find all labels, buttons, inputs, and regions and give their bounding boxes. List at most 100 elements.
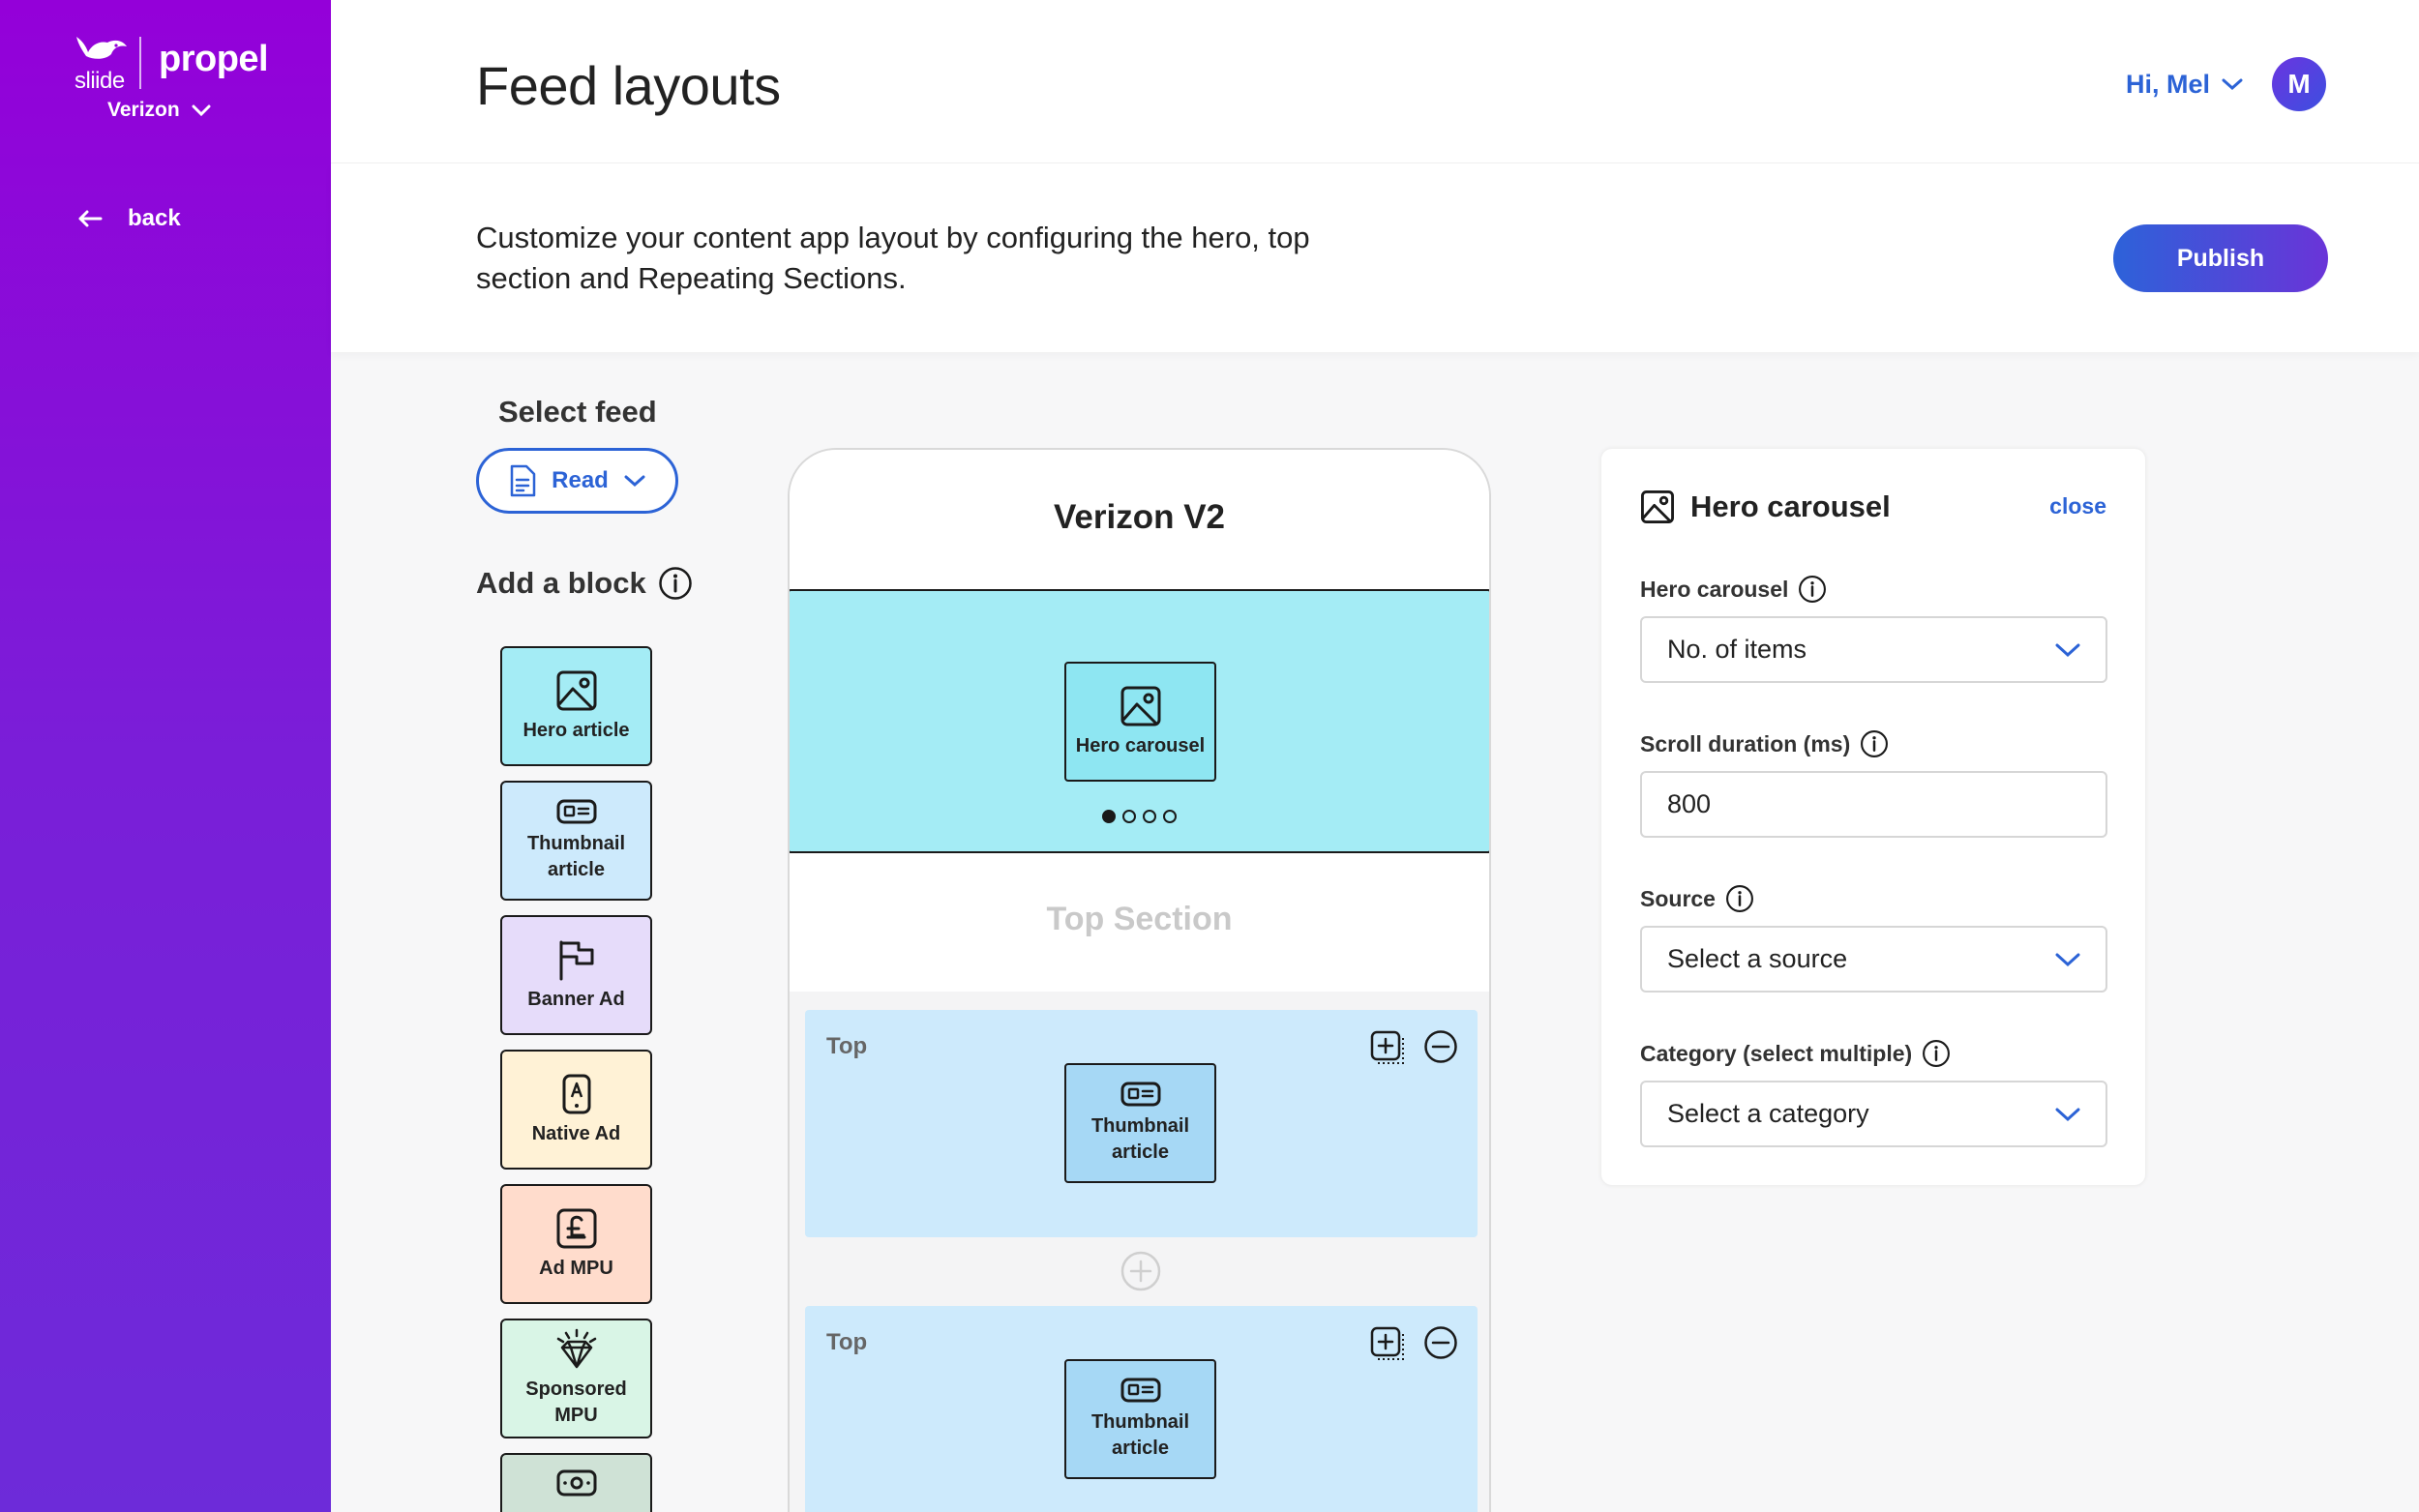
add-block-icon[interactable] <box>1369 1325 1406 1362</box>
select-feed-label: Select feed <box>498 395 657 429</box>
brand-propel: propel <box>159 39 269 79</box>
carousel-dot[interactable] <box>1122 810 1136 823</box>
info-icon[interactable] <box>1860 729 1889 758</box>
info-icon[interactable] <box>1725 884 1754 913</box>
block-label: Thumbnail article <box>526 833 626 880</box>
select-placeholder: Select a source <box>1667 944 1848 973</box>
block-sponsored-mpu[interactable]: Sponsored MPU <box>500 1319 652 1438</box>
carousel-dot[interactable] <box>1102 810 1116 823</box>
add-block-icon[interactable] <box>1369 1029 1406 1066</box>
category-select[interactable]: Select a category <box>1640 1081 2107 1147</box>
thumbnail-icon <box>1120 1082 1160 1107</box>
pound-icon <box>556 1208 596 1248</box>
close-link[interactable]: close <box>2049 493 2106 519</box>
feed-select-value: Read <box>552 467 609 493</box>
image-icon <box>1120 686 1160 726</box>
add-section-icon[interactable] <box>1120 1250 1162 1292</box>
org-name: Verizon <box>107 99 180 121</box>
block-cash[interactable] <box>500 1453 652 1512</box>
scroll-duration-input[interactable] <box>1667 789 2080 819</box>
feed-select[interactable]: Read <box>476 448 678 514</box>
back-label: back <box>128 205 181 231</box>
chevron-down-icon <box>2222 78 2243 91</box>
add-block-label: Add a block <box>476 566 693 601</box>
phone-header: Verizon V2 Hero carousel Top Section <box>790 450 1489 992</box>
field-label-text: Hero carousel <box>1640 576 1789 602</box>
greeting-text: Hi, Mel <box>2125 69 2210 99</box>
chevron-down-icon <box>624 475 645 488</box>
info-icon[interactable] <box>1922 1039 1951 1068</box>
field-label-text: Category (select multiple) <box>1640 1040 1913 1066</box>
chevron-down-icon <box>2055 1108 2080 1121</box>
page-title: Feed layouts <box>476 55 781 116</box>
brand-divider <box>139 37 141 89</box>
org-selector[interactable]: Verizon <box>107 99 211 122</box>
diamond-icon <box>556 1328 596 1369</box>
hero-section[interactable]: Hero carousel <box>790 589 1489 853</box>
select-placeholder: Select a category <box>1667 1099 1869 1128</box>
image-icon <box>556 670 596 710</box>
user-greeting[interactable]: Hi, Mel <box>2126 70 2243 100</box>
info-icon[interactable] <box>1798 575 1827 604</box>
sliide-bird-icon <box>76 37 127 59</box>
document-icon <box>510 464 536 497</box>
block-label: Ad MPU <box>539 1257 613 1279</box>
info-icon[interactable] <box>658 566 693 601</box>
repeating-section[interactable]: Top Thumbnail article <box>805 1306 1478 1512</box>
publish-button[interactable]: Publish <box>2113 224 2328 292</box>
thumbnail-article-block[interactable]: Thumbnail article <box>1064 1359 1216 1479</box>
block-thumbnail-article[interactable]: Thumbnail article <box>500 781 652 901</box>
block-hero-article[interactable]: Hero article <box>500 646 652 766</box>
block-label: Banner Ad <box>527 988 625 1010</box>
avatar[interactable]: M <box>2272 57 2326 111</box>
repeating-section[interactable]: Top Thumbnail article <box>805 1010 1478 1237</box>
phone-preview: Verizon V2 Hero carousel Top Section Top… <box>788 448 1491 1512</box>
section-label: Top <box>826 1329 868 1355</box>
section-label: Top <box>826 1033 868 1059</box>
field-label-text: Scroll duration (ms) <box>1640 730 1851 756</box>
panel-title: Hero carousel <box>1690 489 1891 523</box>
image-icon <box>1641 490 1674 523</box>
block-ad-mpu[interactable]: Ad MPU <box>500 1184 652 1304</box>
remove-section-icon[interactable] <box>1423 1029 1458 1064</box>
sidebar: sliide propel Verizon back <box>0 0 331 1512</box>
source-label: Source <box>1640 884 1754 913</box>
arrow-left-icon <box>78 210 103 227</box>
block-label: Native Ad <box>531 1122 621 1144</box>
block-settings-panel: Hero carousel close Hero carousel No. of… <box>1600 448 2146 1186</box>
thumbnail-article-block[interactable]: Thumbnail article <box>1064 1063 1216 1183</box>
block-label: Hero carousel <box>1075 734 1206 756</box>
add-block-text: Add a block <box>476 566 646 600</box>
carousel-dot[interactable] <box>1163 810 1177 823</box>
panel-header: Hero carousel <box>1640 489 1891 524</box>
back-link[interactable]: back <box>77 205 181 232</box>
scroll-duration-label: Scroll duration (ms) <box>1640 729 1889 758</box>
brand-sliide: sliide <box>75 68 125 94</box>
phone-title: Verizon V2 <box>1053 498 1226 536</box>
brand-logo: sliide propel Verizon <box>73 33 269 130</box>
flag-icon <box>559 940 593 980</box>
block-label: Sponsored MPU <box>525 1379 627 1426</box>
source-select[interactable]: Select a source <box>1640 926 2107 993</box>
hero-carousel-select[interactable]: No. of items <box>1640 616 2107 683</box>
scroll-duration-field[interactable] <box>1640 771 2107 838</box>
block-label: Thumbnail article <box>1090 1411 1190 1459</box>
block-label: Thumbnail article <box>1090 1115 1190 1163</box>
top-header: Feed layouts Hi, Mel M <box>331 0 2419 163</box>
thumbnail-icon <box>556 799 596 824</box>
block-native-ad[interactable]: Native Ad <box>500 1050 652 1170</box>
carousel-dot[interactable] <box>1143 810 1156 823</box>
hero-carousel-block[interactable]: Hero carousel <box>1064 662 1216 782</box>
category-label: Category (select multiple) <box>1640 1039 1951 1068</box>
hero-carousel-label: Hero carousel <box>1640 575 1827 604</box>
block-label: Hero article <box>523 719 630 741</box>
top-section-label: Top Section <box>1046 901 1233 937</box>
carousel-dots <box>790 810 1489 823</box>
remove-section-icon[interactable] <box>1423 1325 1458 1360</box>
section-actions <box>1369 1325 1458 1362</box>
thumbnail-icon <box>1120 1378 1160 1403</box>
chevron-down-icon <box>2055 953 2080 966</box>
user-menu: Hi, Mel M <box>2126 57 2326 111</box>
select-value: No. of items <box>1667 635 1807 664</box>
block-banner-ad[interactable]: Banner Ad <box>500 915 652 1035</box>
